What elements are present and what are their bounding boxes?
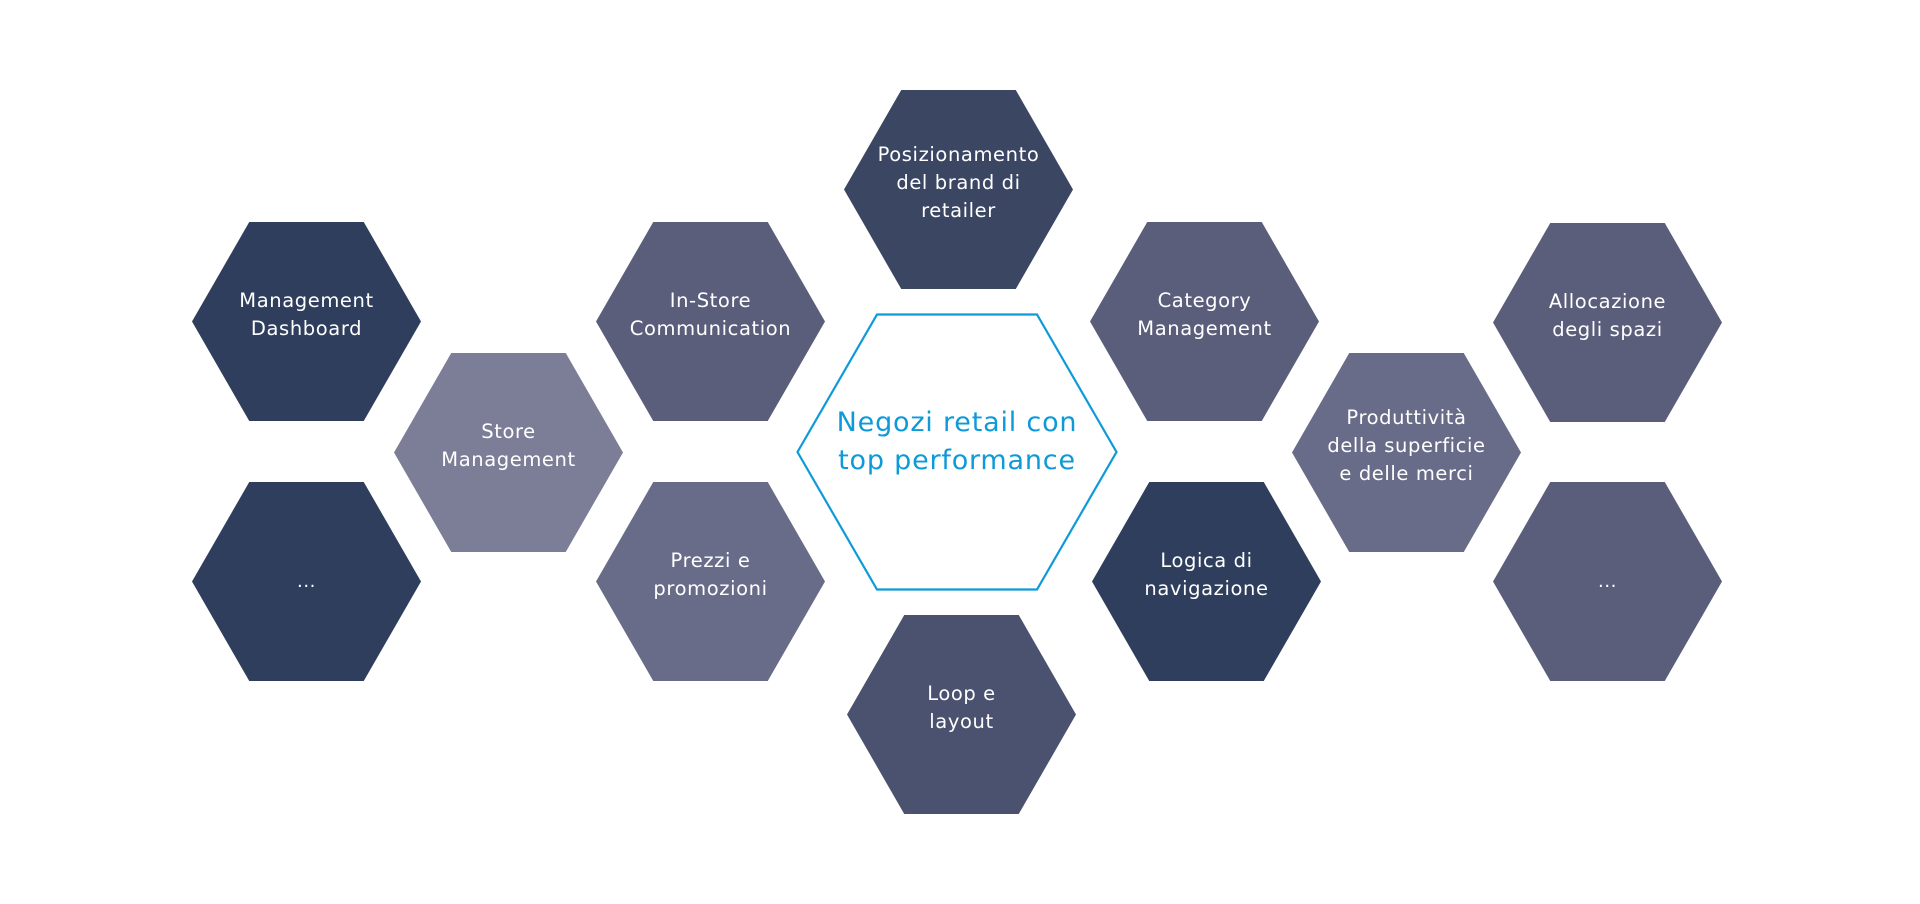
hex-label: ... <box>1598 570 1617 592</box>
hex-label: Category Management <box>1137 288 1272 340</box>
center-hexagon-outline <box>796 313 1118 591</box>
hex-label: Logica di navigazione <box>1144 548 1269 600</box>
hex-prezzi-promozioni: Prezzi e promozioni <box>596 482 825 681</box>
hex-label: Store Management <box>441 419 576 471</box>
hex-store-management: Store Management <box>394 353 623 552</box>
hex-label: In-Store Communication <box>629 288 792 340</box>
hex-posizionamento-brand: Posizionamento del brand di retailer <box>844 90 1073 289</box>
hex-produttivita: Produttività della superficie e delle me… <box>1292 353 1521 552</box>
hex-label: ... <box>297 570 316 592</box>
hex-logica-navigazione: Logica di navigazione <box>1092 482 1321 681</box>
hex-label: Produttività della superficie e delle me… <box>1327 405 1486 485</box>
hex-category-management: Category Management <box>1090 222 1319 421</box>
hex-label: Loop e layout <box>927 681 996 733</box>
center-title: Negozi retail con top performance <box>796 313 1118 591</box>
hex-label: Management Dashboard <box>239 288 374 340</box>
center-title-text: Negozi retail con top performance <box>836 407 1078 476</box>
hex-more-right: ... <box>1493 482 1722 681</box>
center-hexagon: Negozi retail con top performance <box>796 313 1118 591</box>
hex-in-store-communication: In-Store Communication <box>596 222 825 421</box>
hex-allocazione-spazi: Allocazione degli spazi <box>1493 223 1722 422</box>
hex-label: Prezzi e promozioni <box>653 548 768 600</box>
hex-management-dashboard: Management Dashboard <box>192 222 421 421</box>
hex-loop-layout: Loop e layout <box>847 615 1076 814</box>
hex-more-left: ... <box>192 482 421 681</box>
hex-label: Allocazione degli spazi <box>1548 289 1667 341</box>
hex-label: Posizionamento del brand di retailer <box>877 142 1040 222</box>
